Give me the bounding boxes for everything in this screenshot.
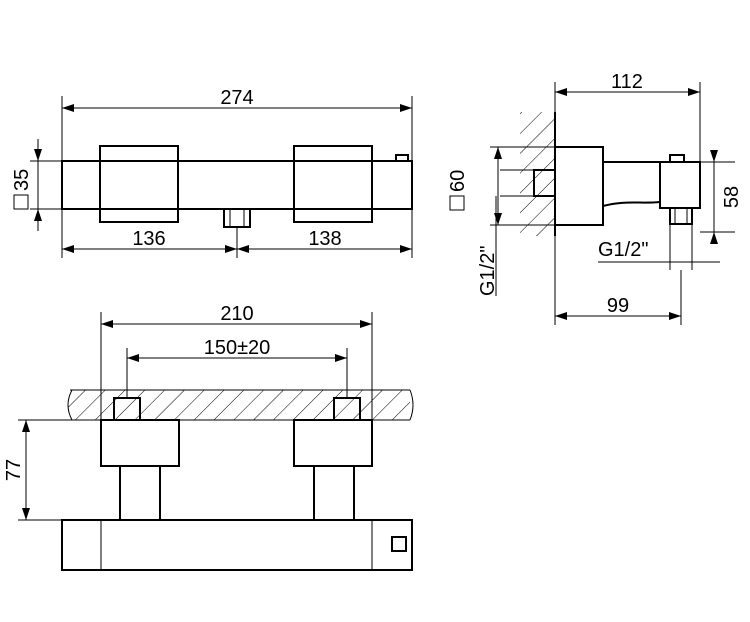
outlet-nut <box>223 208 251 228</box>
side-button <box>669 154 685 163</box>
dim-overall-width: 274 <box>220 87 253 109</box>
dim-outlet-offset: 99 <box>607 295 629 317</box>
dim-left-length: 136 <box>132 228 165 250</box>
safety-button <box>395 154 409 162</box>
dim-body-section: 35 <box>11 169 33 191</box>
top-body <box>61 519 413 571</box>
side-handle <box>554 146 604 226</box>
side-body-tube <box>602 161 661 207</box>
top-right-handle <box>293 419 373 467</box>
dim-wall-clearance: 77 <box>3 459 25 481</box>
side-outlet <box>669 207 693 225</box>
side-front-block <box>659 161 701 209</box>
dim-height: 58 <box>721 186 743 208</box>
top-right-stem <box>313 465 355 521</box>
left-handle <box>99 145 179 223</box>
top-left-stem <box>119 465 161 521</box>
dim-inlet-span: 210 <box>220 303 253 325</box>
wall-hatch <box>520 112 555 236</box>
side-view: 112 60 G1/2" 58 G1/2" <box>447 71 743 325</box>
right-handle <box>293 145 373 223</box>
front-view: 274 136 138 35 <box>11 87 413 258</box>
outlet-thread-label: G1/2" <box>598 239 648 261</box>
square-section-symbol <box>13 194 29 210</box>
dim-depth: 112 <box>611 71 643 93</box>
top-button <box>391 536 407 552</box>
top-view: 210 150±20 77 <box>3 303 414 571</box>
mixer-body <box>61 160 413 210</box>
top-left-handle <box>100 419 180 467</box>
dim-right-length: 138 <box>308 228 341 250</box>
dim-center-distance: 150±20 <box>204 337 271 359</box>
top-wall-hatch <box>68 390 410 420</box>
square-section-symbol-2 <box>449 195 465 211</box>
inlet-thread-label: G1/2" <box>477 246 499 296</box>
dim-wall-section: 60 <box>447 170 469 192</box>
